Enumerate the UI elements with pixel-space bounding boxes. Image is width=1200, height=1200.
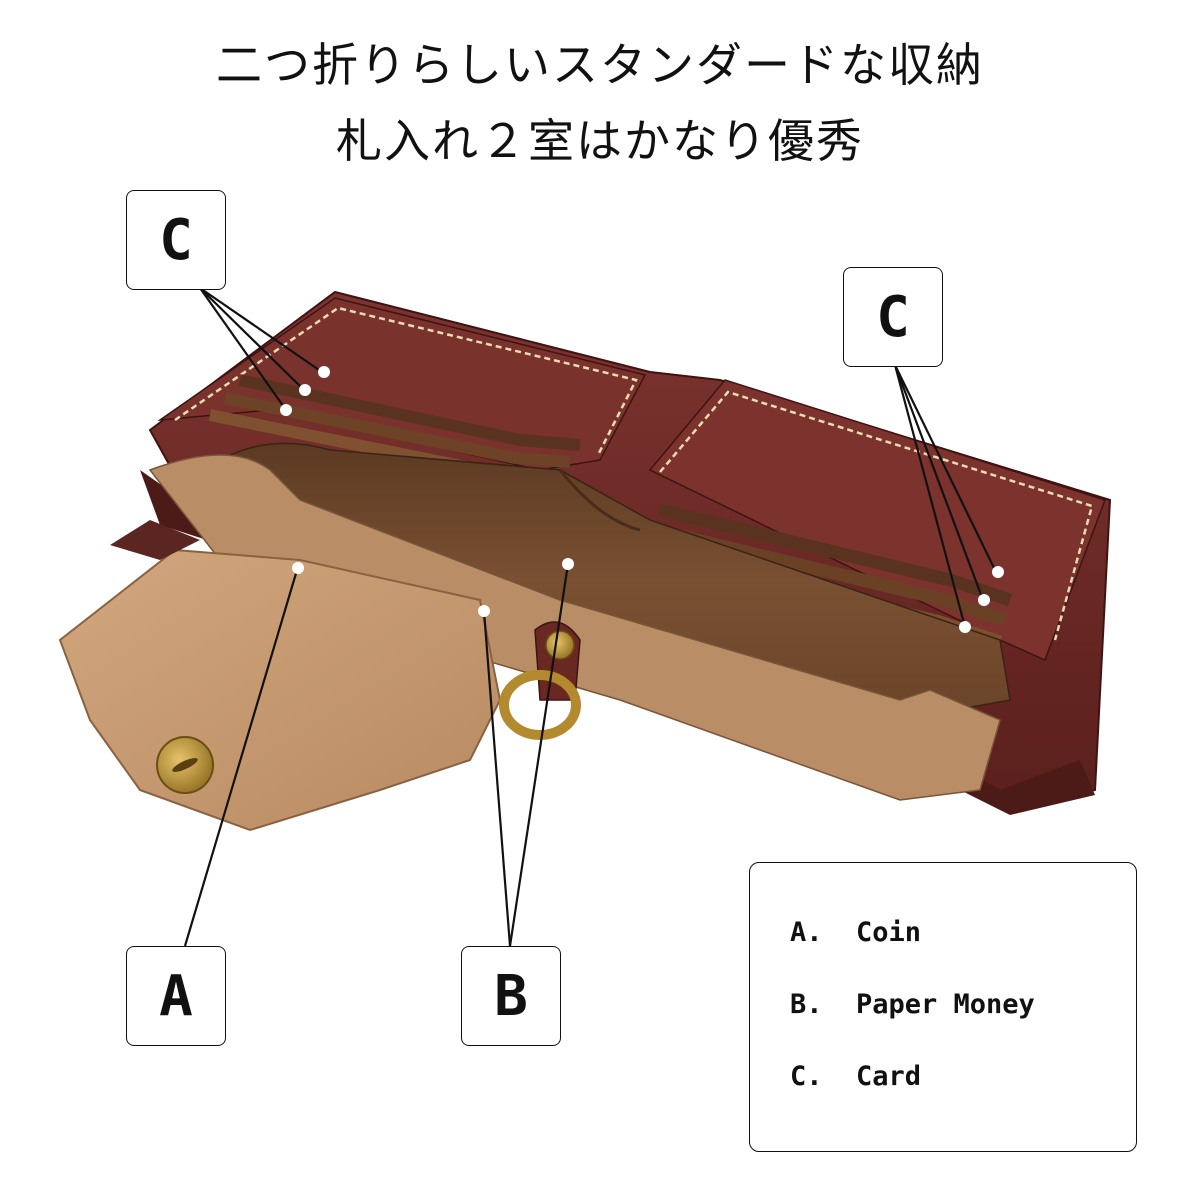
strap-snap (545, 630, 575, 660)
left-card-stitch (174, 306, 638, 456)
right-card-slot-1 (658, 503, 1013, 607)
left-card-slot-2 (223, 392, 571, 468)
leader-dots-card-right (959, 566, 1004, 633)
callout-coin: A (126, 946, 226, 1046)
legend-text: Paper Money (856, 989, 1035, 1020)
bill-compartment-fold (558, 469, 641, 532)
d-ring (499, 670, 581, 740)
legend-text: Coin (856, 917, 922, 948)
left-card-slot-1 (238, 374, 581, 451)
leader-dots-bills (478, 558, 574, 617)
legend-letter: B. (790, 989, 823, 1020)
legend-item-coin: A. Coin (790, 917, 1136, 989)
leader-dot-coin (292, 562, 304, 574)
legend-letter: C. (790, 1061, 823, 1092)
leader-lines-card-right (893, 364, 997, 628)
legend-letter: A. (790, 917, 823, 948)
leader-lines-bills (482, 563, 570, 947)
callout-bills: B (461, 946, 561, 1046)
snap-button-slot (172, 758, 198, 772)
leader-dots-card-left (280, 366, 330, 416)
callout-card-left: C (126, 190, 226, 290)
legend-text: Card (856, 1061, 922, 1092)
headline-line-1: 二つ折りらしいスタンダードな収納 (216, 38, 984, 92)
coin-flap (58, 548, 502, 832)
headline-line-2: 札入れ２室はかなり優秀 (336, 114, 864, 168)
legend-item-paper-money: B. Paper Money (790, 989, 1136, 1061)
right-card-slot-2 (653, 523, 1008, 627)
callout-card-right: C (843, 267, 943, 367)
right-card-stitch (659, 390, 1094, 641)
legend-box: A. Coin B. Paper Money C. Card (749, 862, 1137, 1152)
suede-divider (148, 454, 1001, 801)
coin-flap-shadow (110, 520, 200, 560)
legend-item-card: C. Card (790, 1061, 1136, 1133)
leader-lines-card-left (199, 287, 323, 411)
leader-line-coin (183, 569, 299, 947)
